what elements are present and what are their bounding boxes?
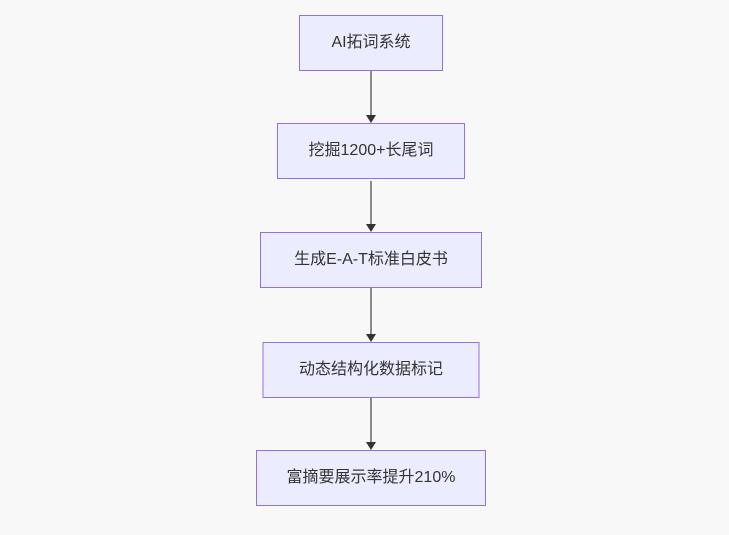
flow-node: 挖掘1200+长尾词 bbox=[277, 123, 465, 179]
flow-node-label: 生成E-A-T标准白皮书 bbox=[294, 251, 448, 269]
flow-node-label: AI拓词系统 bbox=[331, 34, 411, 52]
flow-arrow bbox=[366, 71, 376, 123]
arrow-line bbox=[370, 71, 372, 115]
flow-arrow bbox=[366, 181, 376, 232]
arrowhead-down-icon bbox=[366, 115, 376, 123]
flow-arrow bbox=[366, 397, 376, 450]
arrow-line bbox=[370, 288, 372, 334]
flow-node-label: 挖掘1200+长尾词 bbox=[308, 142, 434, 160]
arrowhead-down-icon bbox=[366, 224, 376, 232]
flow-node-label: 富摘要展示率提升210% bbox=[286, 469, 456, 487]
arrow-line bbox=[370, 397, 372, 442]
arrowhead-down-icon bbox=[366, 334, 376, 342]
flow-node: AI拓词系统 bbox=[299, 15, 443, 71]
flow-node: 生成E-A-T标准白皮书 bbox=[260, 232, 482, 288]
flow-node: 动态结构化数据标记 bbox=[262, 342, 480, 398]
arrowhead-down-icon bbox=[366, 442, 376, 450]
arrow-line bbox=[370, 181, 372, 224]
flow-node-label: 动态结构化数据标记 bbox=[298, 361, 443, 379]
flow-node: 富摘要展示率提升210% bbox=[256, 450, 486, 506]
flow-arrow bbox=[366, 288, 376, 342]
